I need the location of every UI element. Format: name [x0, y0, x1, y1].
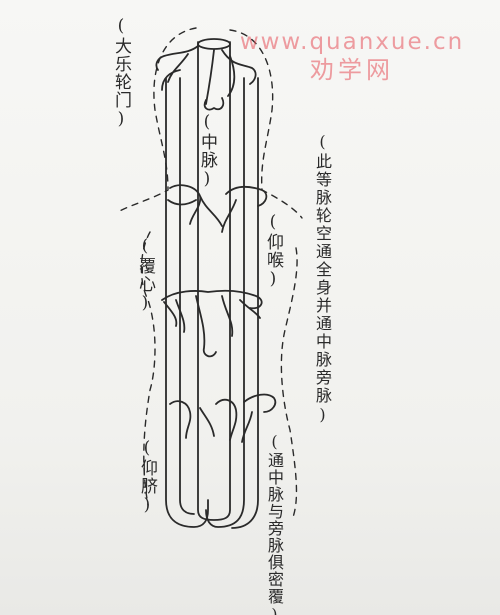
throat-chakra	[168, 185, 266, 232]
label-dale-lunmen: (大乐轮门)	[112, 16, 129, 130]
crown-chakra	[156, 39, 255, 110]
label-right-note-top: (此等脉轮空通全身并通中脉旁脉)	[314, 132, 330, 426]
label-yangqi: (仰脐)	[138, 438, 155, 516]
label-fuxin: (覆心)	[136, 236, 153, 314]
label-zhongmai: (中脉)	[198, 112, 215, 190]
heart-chakra	[162, 291, 262, 357]
label-right-note-bottom: (通中脉与旁脉俱密覆)	[266, 432, 282, 615]
label-yanghou: (仰喉)	[264, 212, 281, 290]
navel-chakra	[170, 395, 275, 442]
